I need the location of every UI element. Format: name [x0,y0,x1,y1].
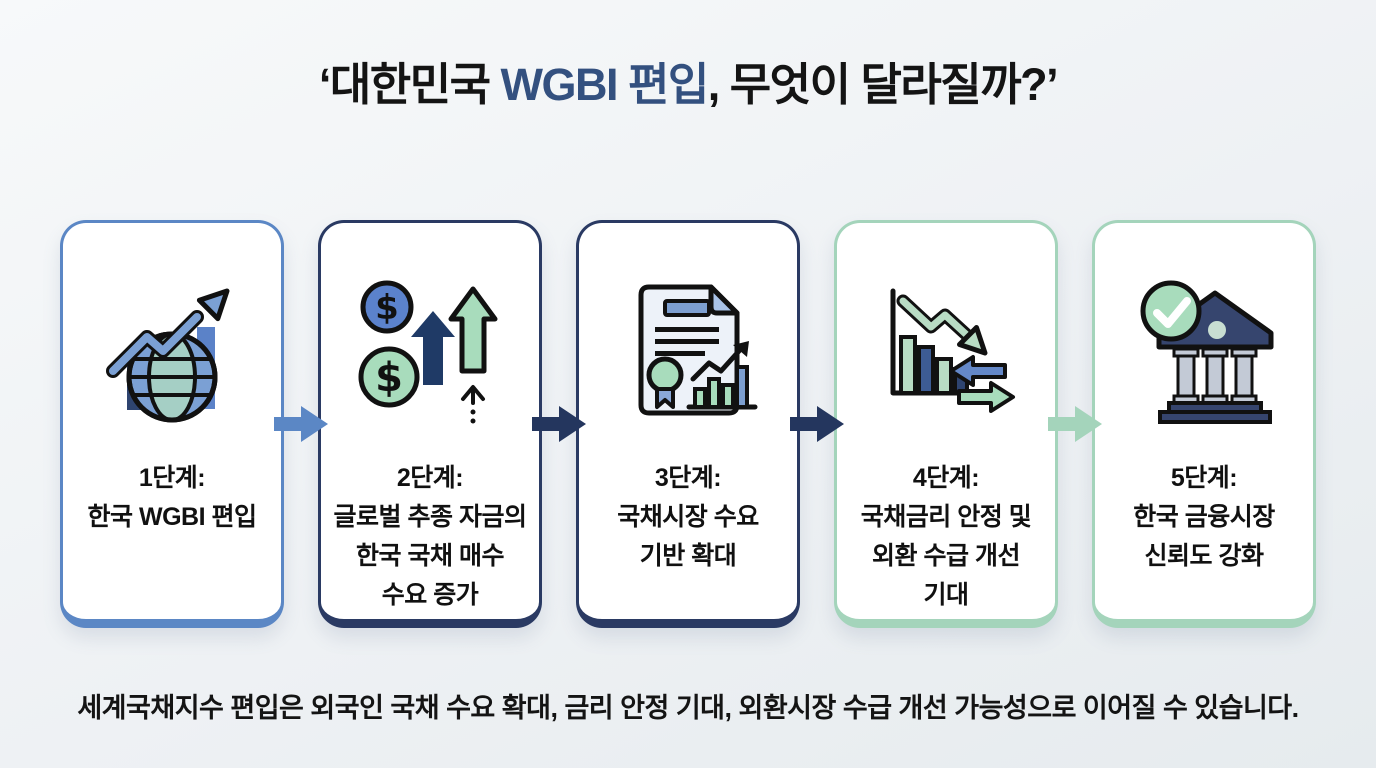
stage-3-line: 국채시장 수요 [617,502,759,531]
stage-3-label: 3단계: [654,463,722,492]
stage-card-3: 3단계: 국채시장 수요 기반 확대 [576,219,800,628]
footer-caption: 세계국채지수 편입은 외국인 국채 수요 확대, 금리 안정 기대, 외환시장 … [77,692,1299,723]
right-arrow-icon [274,405,328,442]
svg-text:$: $ [375,288,399,328]
title-highlight: WGBI 편입 [500,59,710,110]
stage-4-line: 국채금리 안정 및 [860,502,1032,531]
connector-1-2 [274,404,328,444]
svg-text:$: $ [375,355,403,401]
stage-4-label: 4단계: [912,463,980,492]
stage-4-line: 기대 [923,580,969,609]
stage-5-text: 5단계: 한국 금융시장 신뢰도 강화 [1133,459,1275,576]
right-arrow-icon [1048,405,1102,442]
title-prefix: ‘대한민국 [318,59,501,110]
title-suffix: , 무엇이 달라질까?’ [707,59,1059,110]
certificate-chart-icon [638,284,758,415]
stage-1-line: 한국 WGBI 편입 [87,502,257,531]
stage-4-text: 4단계: 국채금리 안정 및 외환 수급 개선 기대 [860,459,1032,615]
connector-4-5 [1048,404,1102,444]
rate-exchange-icon [890,288,1015,413]
stage-3-line: 기반 확대 [639,541,737,570]
right-arrow-icon [790,405,844,442]
stage-2-label: 2단계: [396,463,464,492]
stage-card-5: 5단계: 한국 금융시장 신뢰도 강화 [1092,219,1316,628]
globe-growth-icon [106,288,230,422]
stage-5-line: 한국 금융시장 [1133,502,1275,531]
connector-2-3 [532,404,586,444]
stage-3-text: 3단계: 국채시장 수요 기반 확대 [617,459,759,576]
page-title: ‘대한민국 WGBI 편입, 무엇이 달라질까?’ [0,0,1376,110]
stage-5-label: 5단계: [1170,463,1238,492]
right-arrow-icon [532,405,586,442]
bank-trust-icon [1140,280,1274,424]
stage-5-line: 신뢰도 강화 [1144,541,1264,570]
process-flow: 1단계: 한국 WGBI 편입 $ $ 2단계: 글로벌 추종 자금의 한국 국… [0,219,1376,628]
stage-2-line: 한국 국채 매수 [356,541,504,570]
stage-2-text: 2단계: 글로벌 추종 자금의 한국 국채 매수 수요 증가 [334,459,527,615]
stage-1-text: 1단계: 한국 WGBI 편입 [88,459,257,537]
stage-card-2: $ $ 2단계: 글로벌 추종 자금의 한국 국채 매수 수요 증가 [318,219,542,628]
dollar-demand-icon: $ $ [358,280,498,423]
stage-1-label: 1단계: [138,463,206,492]
connector-3-4 [790,404,844,444]
stage-card-4: 4단계: 국채금리 안정 및 외환 수급 개선 기대 [834,219,1058,628]
stage-4-line: 외환 수급 개선 [872,541,1020,570]
stage-2-line: 글로벌 추종 자금의 [333,502,527,531]
stage-card-1: 1단계: 한국 WGBI 편입 [60,219,284,628]
stage-2-line: 수요 증가 [381,580,479,609]
